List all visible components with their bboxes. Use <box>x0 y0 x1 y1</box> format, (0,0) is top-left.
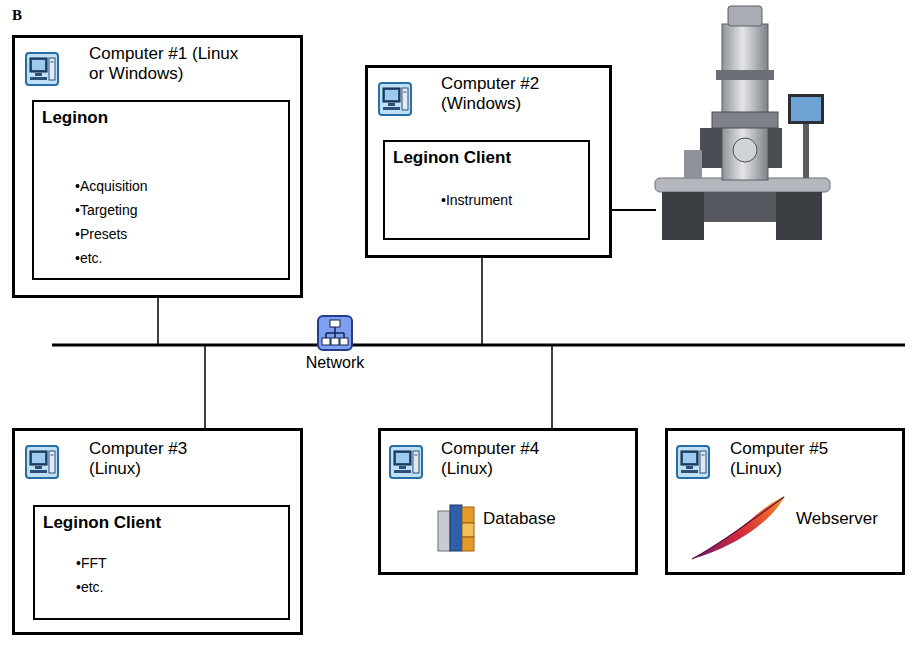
electron-microscope <box>655 6 830 240</box>
software-box: Leginon Client •FFT•etc. <box>33 505 290 620</box>
software-box: Leginon Client •Instrument <box>383 140 590 240</box>
box-heading: Leginon Client <box>43 513 280 533</box>
computer-icon <box>389 445 423 479</box>
instrument-cable <box>612 209 656 211</box>
box-text: •Presets <box>75 222 280 246</box>
panel-letter: B <box>12 6 22 24</box>
network-link <box>158 298 285 345</box>
network-link <box>385 258 482 345</box>
box-heading: Leginon <box>42 108 280 128</box>
box-text: •FFT <box>76 551 280 575</box>
box-text: Webserver <box>796 509 902 529</box>
box-text: •etc. <box>75 246 280 270</box>
box-heading: Computer #2 (Windows) <box>441 68 581 114</box>
computer-box: Computer #3 (Linux) Leginon Client •FFT•et… <box>12 428 303 635</box>
computer-box: Computer #1 (Linux or Windows) Leginon •Ac… <box>12 35 303 298</box>
box-heading: Computer #1 (Linux or Windows) <box>89 38 239 84</box>
computer-icon <box>25 52 59 86</box>
box-heading: Network <box>285 315 385 373</box>
database-icon <box>436 503 476 555</box>
computer-box: Computer #4 (Linux) Database <box>378 428 638 575</box>
computer-box: Computer #5 (Linux) Webserver <box>665 428 905 575</box>
box-text: •Acquisition <box>75 174 280 198</box>
webserver-feather-icon <box>688 493 788 563</box>
network-link <box>385 345 552 428</box>
box-text: •Instrument <box>441 188 580 212</box>
box-text: Database <box>483 509 635 529</box>
computer-icon <box>25 445 59 479</box>
box-heading: Computer #3 (Linux) <box>89 431 239 479</box>
box-text: •Targeting <box>75 198 280 222</box>
computer-box: Computer #2 (Windows) Leginon Client •Inst… <box>365 65 612 258</box>
box-heading: Computer #5 (Linux) <box>730 431 870 479</box>
computer-icon <box>378 82 412 116</box>
software-box: Leginon •Acquisition•Targeting•Presets•et… <box>32 100 290 280</box>
computer-icon <box>676 445 710 479</box>
network-icon <box>317 315 353 351</box>
box-heading: Leginon Client <box>393 148 580 168</box>
network-link <box>205 345 285 428</box>
network-node: Network <box>285 315 385 373</box>
box-text: •etc. <box>76 575 280 599</box>
box-heading: Computer #4 (Linux) <box>441 431 581 479</box>
